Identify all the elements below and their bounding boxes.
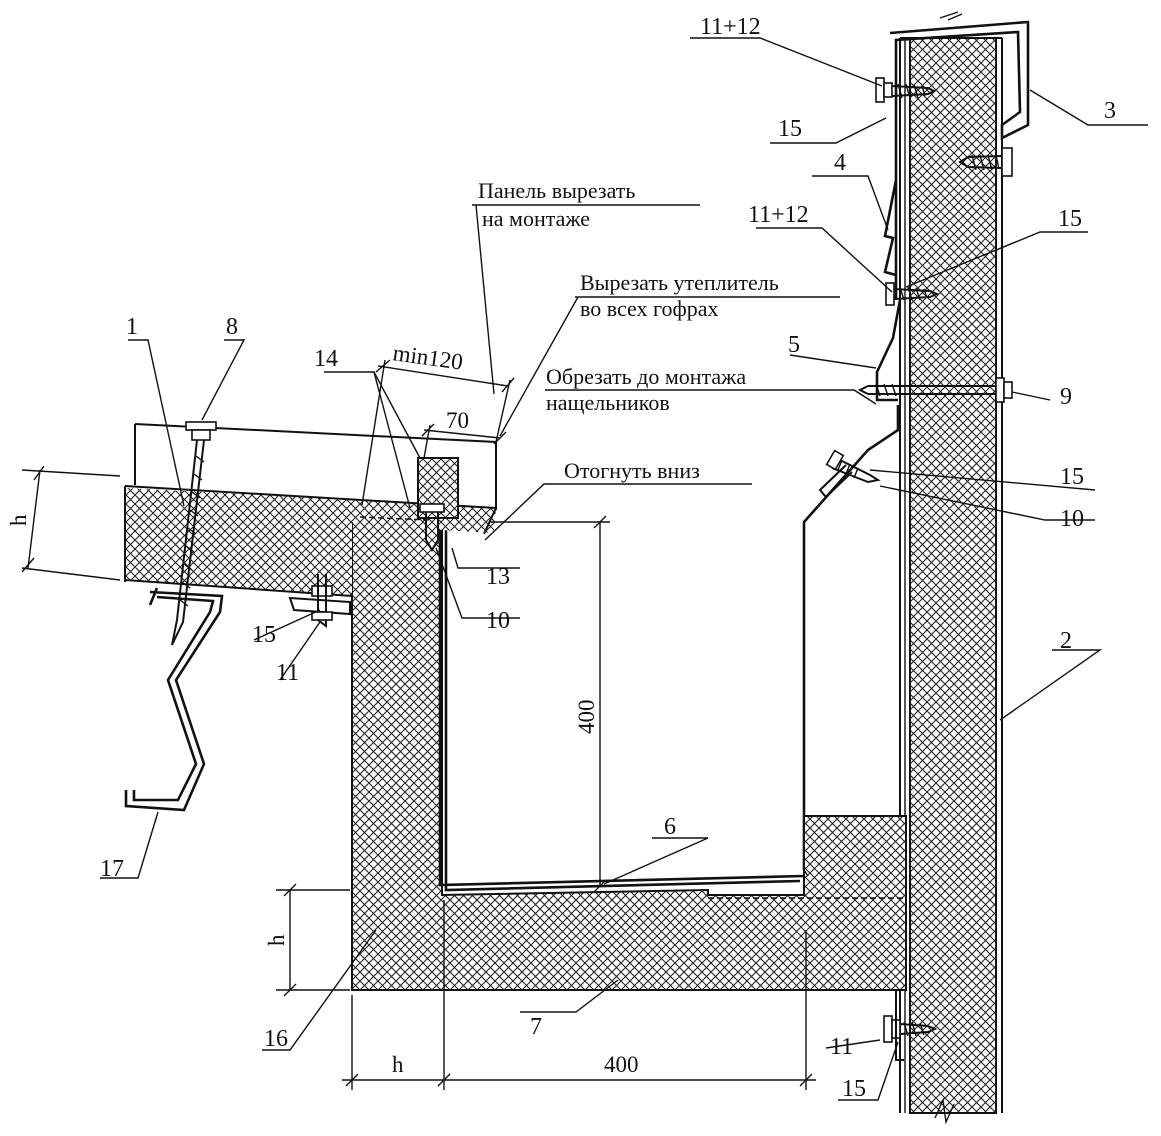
roof-panel <box>124 423 497 597</box>
fastener-top <box>875 77 937 103</box>
bottom-fastener <box>883 990 938 1061</box>
label-7: 7 <box>530 1014 542 1040</box>
note-cut-panel-2: на монтаже <box>482 206 590 231</box>
label-14: 14 <box>314 346 338 372</box>
label-11-12-middle: 11+12 <box>748 202 809 228</box>
note-cut-insulation-2: во всех гофрах <box>580 296 719 321</box>
leader-lines <box>100 37 1148 1101</box>
dim-h-bottom-vertical: h <box>264 934 289 946</box>
gutter-insulation-box <box>351 519 907 991</box>
note-cut-panel-1: Панель вырезать <box>478 178 635 203</box>
dim-70: 70 <box>446 408 469 433</box>
dimension-lines <box>21 359 816 1090</box>
label-15-gutter: 15 <box>1060 464 1084 490</box>
flashing-4 <box>883 179 898 277</box>
label-8: 8 <box>226 314 238 340</box>
label-11-bottom: 11 <box>830 1034 853 1060</box>
label-11-12-top: 11+12 <box>700 14 761 40</box>
dim-400-vertical: 400 <box>574 700 599 735</box>
label-10-roof: 10 <box>486 608 510 634</box>
label-10-gutter: 10 <box>1060 506 1084 532</box>
long-bolt-9 <box>857 377 1013 403</box>
label-3: 3 <box>1104 98 1116 124</box>
dim-h-left: h <box>6 514 31 526</box>
label-6: 6 <box>664 814 676 840</box>
purlin-fastener <box>288 574 351 628</box>
label-15-roof: 15 <box>252 622 276 648</box>
label-17: 17 <box>100 856 124 882</box>
label-5: 5 <box>788 332 800 358</box>
label-15-middle: 15 <box>1058 206 1082 232</box>
purlin-17 <box>124 587 224 812</box>
dim-h-bottom-horizontal: h <box>392 1052 404 1077</box>
wall-panel <box>899 37 1003 1125</box>
fastener-cap <box>958 147 1013 177</box>
label-11-roof: 11 <box>276 660 299 686</box>
label-2: 2 <box>1060 628 1072 654</box>
fastener-middle <box>885 282 940 306</box>
dim-400-horizontal: 400 <box>604 1052 639 1077</box>
label-13: 13 <box>486 564 510 590</box>
label-4: 4 <box>834 150 846 176</box>
label-9: 9 <box>1060 384 1072 410</box>
top-cap-flashing <box>889 11 1030 300</box>
label-16: 16 <box>264 1026 288 1052</box>
note-trim-1: Обрезать до монтажа <box>546 364 746 389</box>
gutter-sheet <box>802 405 900 870</box>
note-bend-down: Отогнуть вниз <box>564 458 700 483</box>
label-15-top: 15 <box>778 116 802 142</box>
gutter-flashing-5 <box>875 299 902 402</box>
label-1: 1 <box>126 314 138 340</box>
label-15-bottom: 15 <box>842 1076 866 1102</box>
note-trim-2: нащельников <box>546 390 670 415</box>
note-cut-insulation-1: Вырезать утеплитель <box>580 270 779 295</box>
roof-bolt-8 <box>171 421 217 646</box>
